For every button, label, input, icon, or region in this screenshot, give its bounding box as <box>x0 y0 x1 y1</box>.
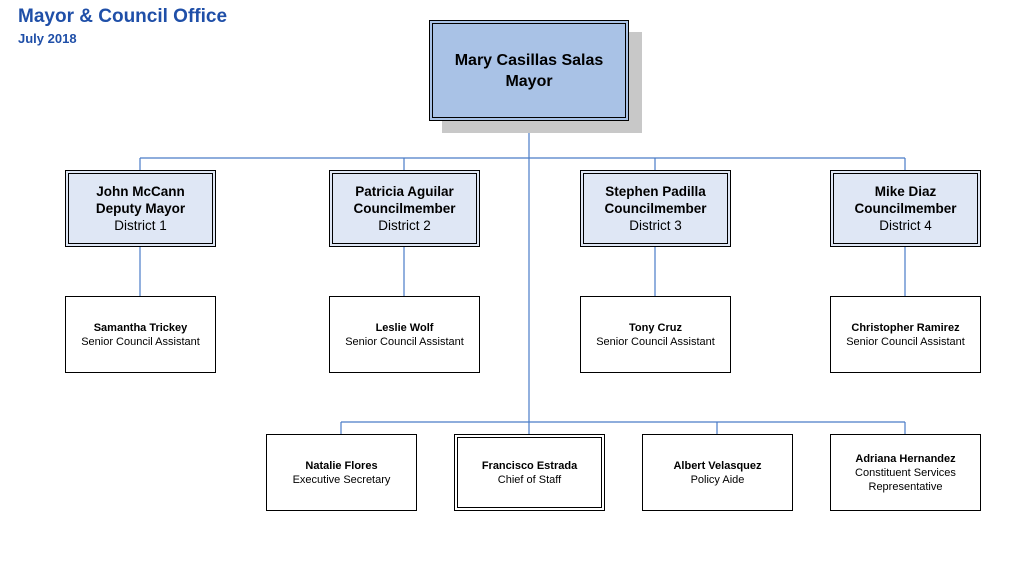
staff-role-line1: Constituent Services <box>855 466 956 479</box>
council-box-district-3: Stephen Padilla Councilmember District 3 <box>580 170 731 247</box>
assistant-box-district-2: Leslie Wolf Senior Council Assistant <box>329 296 480 373</box>
staff-role: Chief of Staff <box>497 473 562 486</box>
staff-role: Policy Aide <box>690 473 745 486</box>
council-title: Councilmember <box>353 201 456 216</box>
assistant-box-district-4: Christopher Ramirez Senior Council Assis… <box>830 296 981 373</box>
staff-role: Senior Council Assistant <box>596 335 715 348</box>
staff-name: Samantha Trickey <box>93 321 188 334</box>
council-district: District 2 <box>378 218 431 233</box>
staff-box-policy-aide: Albert Velasquez Policy Aide <box>642 434 793 511</box>
mayor-title: Mayor <box>505 72 553 90</box>
council-box-district-4: Mike Diaz Councilmember District 4 <box>830 170 981 247</box>
mayor-name: Mary Casillas Salas <box>454 51 604 69</box>
council-box-district-2: Patricia Aguilar Councilmember District … <box>329 170 480 247</box>
council-title: Councilmember <box>854 201 957 216</box>
staff-box-constituent-services: Adriana Hernandez Constituent Services R… <box>830 434 981 511</box>
council-name: Stephen Padilla <box>605 184 706 199</box>
staff-role: Senior Council Assistant <box>345 335 464 348</box>
council-district: District 1 <box>114 218 167 233</box>
staff-role-line2: Representative <box>868 480 943 493</box>
council-district: District 3 <box>629 218 682 233</box>
staff-name: Adriana Hernandez <box>855 452 956 465</box>
staff-name: Tony Cruz <box>629 321 682 334</box>
staff-box-executive-secretary: Natalie Flores Executive Secretary <box>266 434 417 511</box>
staff-name: Christopher Ramirez <box>851 321 960 334</box>
staff-name: Leslie Wolf <box>375 321 434 334</box>
council-name: Patricia Aguilar <box>355 184 454 199</box>
council-title: Councilmember <box>604 201 707 216</box>
staff-box-chief-of-staff: Francisco Estrada Chief of Staff <box>454 434 605 511</box>
council-name: John McCann <box>96 184 185 199</box>
staff-role: Executive Secretary <box>292 473 391 486</box>
council-name: Mike Diaz <box>874 184 937 199</box>
page-title: Mayor & Council Office <box>18 6 228 27</box>
assistant-box-district-1: Samantha Trickey Senior Council Assistan… <box>65 296 216 373</box>
council-district: District 4 <box>879 218 932 233</box>
staff-name: Natalie Flores <box>305 459 378 472</box>
mayor-box: Mary Casillas Salas Mayor <box>429 20 629 121</box>
page-date: July 2018 <box>18 31 77 46</box>
staff-role: Senior Council Assistant <box>81 335 200 348</box>
staff-name: Albert Velasquez <box>673 459 762 472</box>
staff-role: Senior Council Assistant <box>846 335 965 348</box>
council-box-district-1: John McCann Deputy Mayor District 1 <box>65 170 216 247</box>
assistant-box-district-3: Tony Cruz Senior Council Assistant <box>580 296 731 373</box>
council-title: Deputy Mayor <box>95 201 186 216</box>
staff-name: Francisco Estrada <box>481 459 578 472</box>
